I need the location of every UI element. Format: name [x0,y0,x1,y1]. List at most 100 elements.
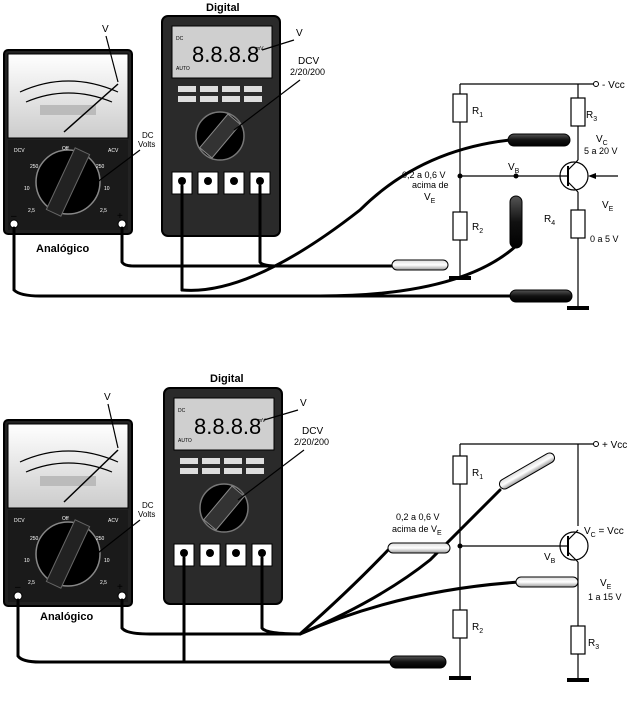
svg-text:250: 250 [96,536,105,542]
ground-r4 [567,306,589,310]
svg-text:2,5: 2,5 [100,208,107,214]
resistor-r1 [452,93,468,123]
svg-text:+: + [117,582,123,593]
resistor-r1-2 [452,455,468,485]
svg-text:R1: R1 [472,106,483,119]
svg-text:250: 250 [30,536,39,542]
svg-text:10: 10 [104,186,110,192]
dcv-range: 2/20/200 [290,67,325,77]
svg-text:0 a 5 V: 0 a 5 V [590,234,619,244]
svg-text:2,5: 2,5 [100,580,107,586]
digital-v-jack-2[interactable] [258,549,266,557]
digital-label-2: Digital [210,373,244,385]
probe-collector[interactable] [507,133,571,147]
svg-text:R2: R2 [472,622,483,635]
resistor-r2 [452,211,468,241]
svg-text:R3: R3 [586,110,597,123]
svg-text:acima de: acima de [412,180,449,190]
svg-text:VB: VB [508,162,520,175]
svg-text:V: V [104,392,111,403]
svg-text:ACV: ACV [108,518,119,524]
svg-text:10: 10 [24,558,30,564]
resistor-r3 [570,97,586,127]
volts-label: Volts [138,140,155,149]
resistor-r3-2 [570,625,586,655]
digital-v-jack[interactable] [256,177,264,185]
digital-com-jack-2[interactable] [180,549,188,557]
svg-text:mV: mV [258,418,266,424]
probe-base-2[interactable] [387,542,451,554]
resistor-r4 [570,209,586,239]
analog-label-2: Analógico [40,611,93,623]
digital-multimeter[interactable]: 8.8.8.8 DC mV AUTO [161,15,281,237]
digital-display-2: 8.8.8.8 [194,414,261,439]
probe-ground-2[interactable] [389,655,447,669]
svg-text:Volts: Volts [138,510,155,519]
analog-label: Analógico [36,243,89,255]
probe-collector-2[interactable] [498,451,557,491]
svg-text:5 a 20 V: 5 a 20 V [584,146,618,156]
ground-r2-2 [449,676,471,680]
digital-label: Digital [206,2,240,14]
svg-text:VC: VC [596,134,608,147]
svg-text:V: V [300,398,307,409]
svg-text:R2: R2 [472,222,483,235]
svg-text:2/20/200: 2/20/200 [294,437,329,447]
svg-text:VE: VE [424,192,436,205]
dcv-label: DCV [298,56,319,67]
vcc-label: - Vcc [602,80,625,91]
svg-text:–: – [15,582,21,593]
ground-r3-2 [567,678,589,682]
svg-text:mV: mV [256,46,264,52]
svg-text:AUTO: AUTO [176,66,190,72]
svg-text:Off: Off [62,146,69,152]
svg-text:Off: Off [62,516,69,522]
probe-emitter[interactable] [509,289,573,303]
svg-text:2,5: 2,5 [28,208,35,214]
svg-text:0,2 a 0,6 V: 0,2 a 0,6 V [402,170,446,180]
svg-text:–: – [11,211,17,222]
svg-text:DCV: DCV [302,426,323,437]
svg-text:250: 250 [30,164,39,170]
svg-text:1 a 15 V: 1 a 15 V [588,592,622,602]
analog-v-label: V [102,24,109,35]
svg-text:DC: DC [176,36,184,42]
digital-multimeter-2[interactable]: 8.8.8.8 DC mV AUTO [163,387,283,605]
analog-needle [63,83,119,133]
probe-r2[interactable] [391,259,449,271]
digital-com-jack[interactable] [178,177,186,185]
svg-text:ACV: ACV [108,148,119,154]
ground-r2 [449,276,471,280]
svg-text:DCV: DCV [14,148,25,154]
svg-text:R3: R3 [588,638,599,651]
svg-text:+: + [117,211,123,222]
svg-text:10: 10 [24,186,30,192]
probe-base[interactable] [509,195,523,249]
svg-text:2,5: 2,5 [28,580,35,586]
svg-text:VE: VE [602,200,614,213]
svg-text:VE: VE [600,578,612,591]
svg-text:R4: R4 [544,214,555,227]
vcc-label-2: + Vcc [602,440,627,451]
svg-text:acima de VE: acima de VE [392,524,442,537]
resistor-r2-2 [452,609,468,639]
svg-text:0,2 a 0,6 V: 0,2 a 0,6 V [396,512,440,522]
svg-text:VB: VB [544,552,556,565]
svg-text:VC = Vcc: VC = Vcc [584,526,624,539]
probe-emitter-2[interactable] [515,576,579,588]
digital-display: 8.8.8.8 [192,42,259,67]
dc-label: DC [142,131,154,140]
svg-text:DC: DC [178,408,186,414]
analog-multimeter[interactable]: DCV ACV 250 250 10 10 2,5 2,5 Off – + [3,49,133,235]
svg-text:DC: DC [142,501,154,510]
svg-text:10: 10 [104,558,110,564]
svg-text:R1: R1 [472,468,483,481]
digital-v-label: V [296,28,303,39]
svg-text:250: 250 [96,164,105,170]
svg-text:AUTO: AUTO [178,438,192,444]
